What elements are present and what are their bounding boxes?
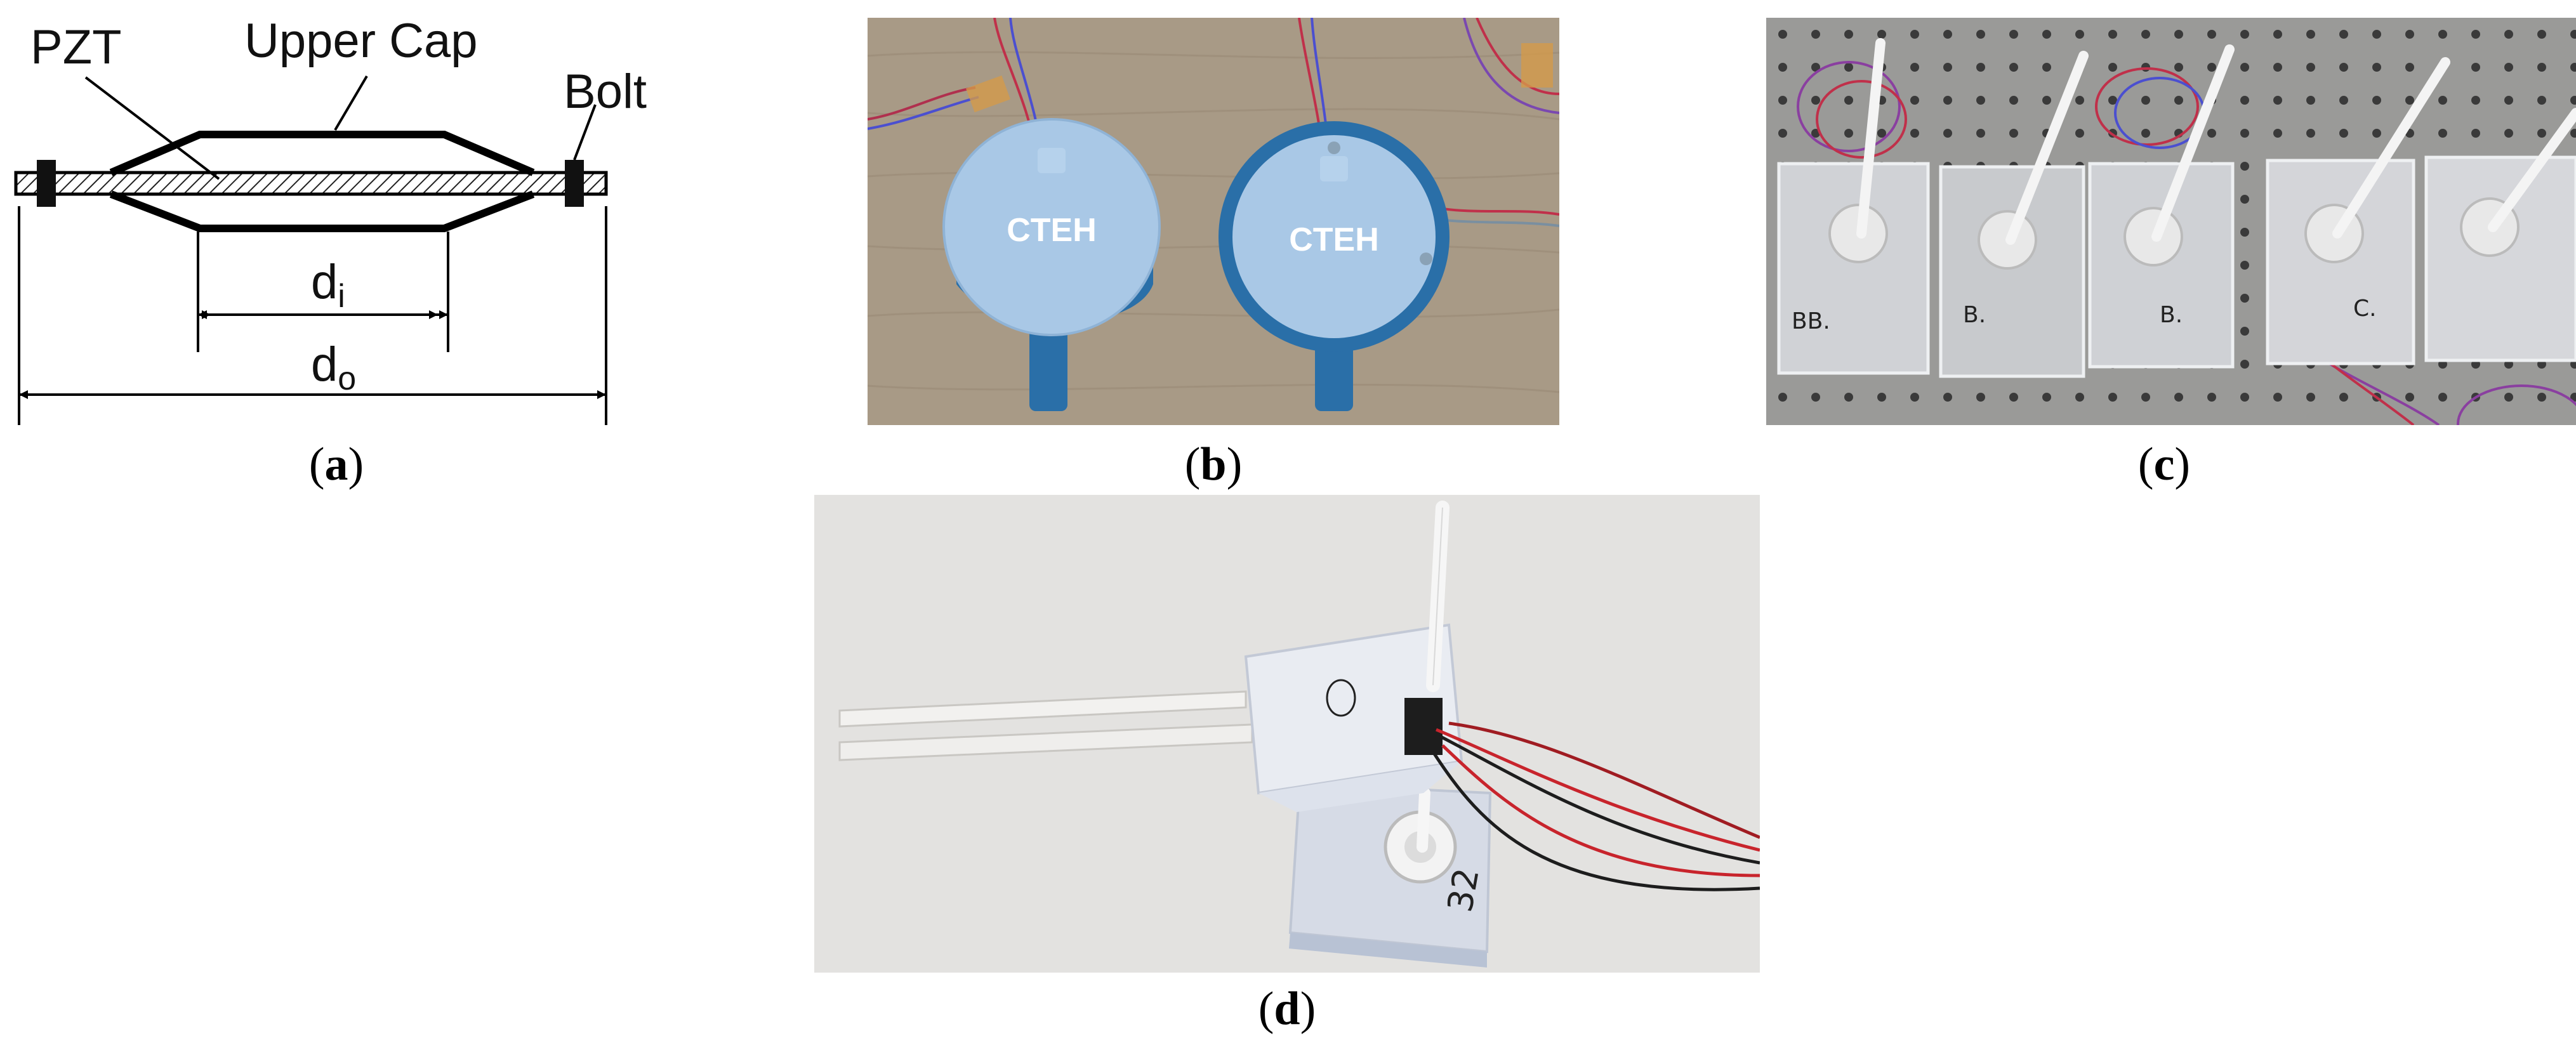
caption-b: (b) (1184, 438, 1243, 490)
clamp-block (1244, 623, 1463, 812)
housing-block-1: BB. (1777, 38, 1930, 375)
base-mark-32: 32 (1440, 865, 1487, 915)
dim-outer: do (311, 338, 356, 397)
assembled-harvester-image: 32 (838, 501, 1760, 968)
lower-cap (109, 190, 535, 232)
base-plate: 32 (1288, 782, 1492, 968)
cantilever-beams (838, 690, 1253, 761)
device-label-right: CTEH (1289, 221, 1379, 258)
housing-block-2: B. (1939, 51, 2089, 378)
pzt-layer (14, 171, 608, 196)
housing-block-3: B. (2088, 44, 2235, 369)
cteh-devices-image: CTEH CTEH (868, 18, 1559, 411)
label-bolt: Bolt (564, 65, 647, 119)
panel-a-schematic: PZT Upper Cap Bolt di do (0, 0, 698, 444)
label-pzt: PZT (30, 20, 122, 74)
lead-wires (1431, 721, 1760, 891)
housing-mark-1: BB. (1792, 308, 1830, 334)
panel-b-photo: CTEH CTEH (868, 18, 1559, 425)
dim-inner: di (311, 255, 345, 315)
housing-mark-3: B. (2160, 302, 2183, 328)
label-upper-cap: Upper Cap (244, 14, 478, 68)
bolt-right (565, 160, 584, 207)
cteh-device-left: CTEH (942, 118, 1161, 411)
acrylic-housings-image: BB. B. B. C. (1766, 18, 2576, 425)
device-label-left: CTEH (1007, 212, 1097, 249)
housing-block-4: C. (2266, 57, 2450, 365)
caption-d: (d) (1258, 983, 1316, 1035)
cymbal-transducer-diagram: PZT Upper Cap Bolt di do (14, 14, 647, 425)
cteh-device-right: CTEH (1219, 121, 1450, 411)
caption-c: (c) (2137, 438, 2191, 490)
panel-d-photo: 32 (814, 495, 1760, 973)
upper-cap (109, 131, 535, 176)
housing-mark-4: C. (2353, 296, 2377, 322)
housing-mark-2: B. (1963, 302, 1986, 328)
bolt-left (37, 160, 56, 207)
housing-block-5 (2424, 108, 2576, 362)
panel-c-photo: BB. B. B. C. (1766, 18, 2576, 425)
caption-a: (a) (308, 438, 364, 490)
